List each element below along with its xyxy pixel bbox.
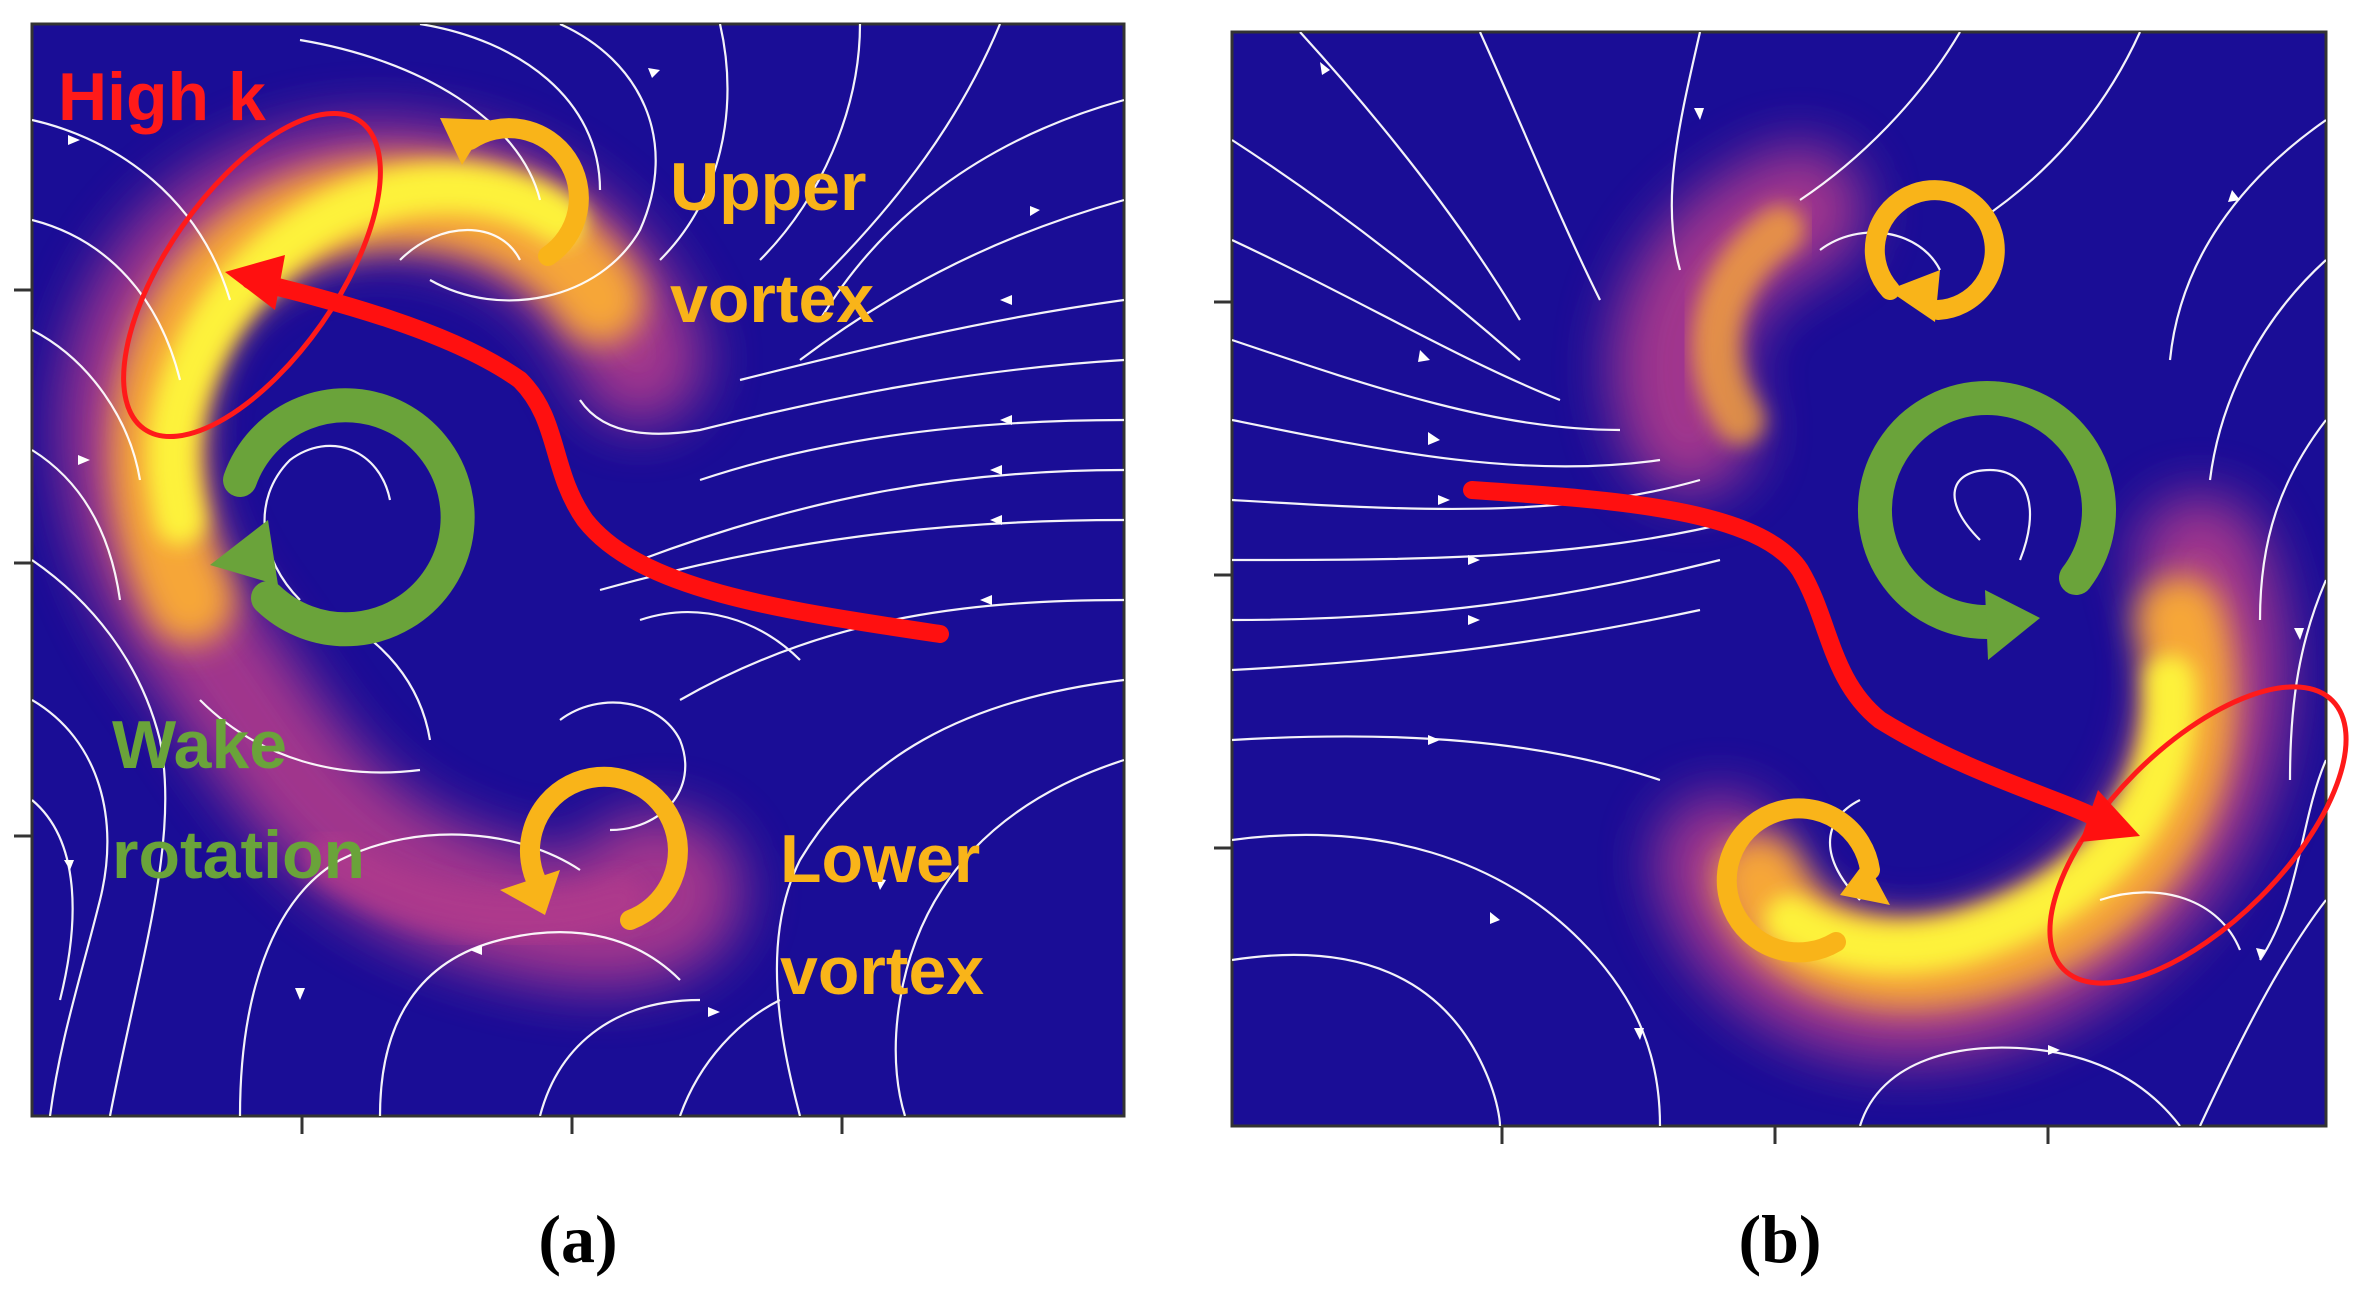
wake-rotation-arrow-icon xyxy=(210,388,475,647)
wake-rotation-label-line2: rotation xyxy=(112,817,365,893)
upper-vortex-label-line2: vortex xyxy=(670,261,874,337)
lower-vortex-label-line2: vortex xyxy=(780,933,984,1009)
lower-vortex-arrow-icon xyxy=(500,766,688,930)
upper-vortex-arrow-icon xyxy=(440,118,589,266)
panel-b: (b) xyxy=(1214,30,2349,1277)
upper-vortex-label-line1: Upper xyxy=(670,149,866,225)
wake-path-arrow-icon xyxy=(225,255,949,643)
wake-path-arrow-icon xyxy=(1463,481,2140,842)
panel-b-caption: (b) xyxy=(1738,1201,1821,1277)
high-k-label: High k xyxy=(58,59,266,135)
panel-a: High k Upper vortex Wake rotation Lower … xyxy=(14,22,1126,1277)
wake-rotation-arrow-icon xyxy=(1858,381,2116,660)
panel-a-ticks xyxy=(14,288,844,1134)
high-k-ellipse-icon xyxy=(2047,684,2349,986)
high-k-ellipse-icon xyxy=(121,110,383,440)
lower-vortex-label-line1: Lower xyxy=(780,821,980,897)
upper-vortex-arrow-icon xyxy=(1864,180,2005,322)
wake-rotation-label-line1: Wake xyxy=(112,707,287,783)
streamlines xyxy=(1232,32,2326,1126)
panel-b-ticks xyxy=(1214,300,2050,1144)
panel-a-caption: (a) xyxy=(538,1201,617,1277)
streamline-arrowheads xyxy=(1320,62,2304,1055)
streamline-arrowheads xyxy=(64,68,1040,1017)
lower-vortex-arrow-icon xyxy=(1716,798,1890,963)
